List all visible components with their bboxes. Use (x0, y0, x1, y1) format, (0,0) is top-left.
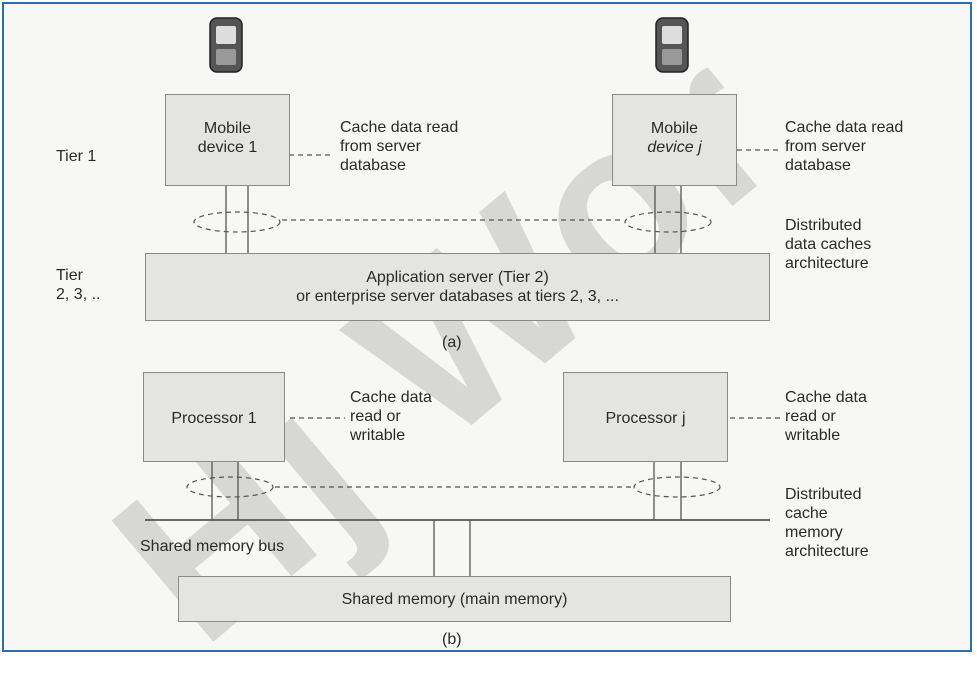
cache-note-b-left-l1: Cache data (350, 389, 432, 406)
cache-note-b-right-l2: read or (785, 408, 836, 425)
mobile-phone-icon-left (209, 17, 243, 73)
tier2-label: Tier 2, 3, .. (56, 266, 100, 304)
cache-note-b-left: Cache data read or writable (350, 388, 432, 445)
figure-frame (2, 2, 972, 652)
shared-memory-label: Shared memory (main memory) (341, 591, 568, 608)
cache-note-b-left-l3: writable (350, 427, 406, 444)
cache-note-a-left: Cache data read from server database (340, 118, 458, 175)
distributed-b-l1: Distributed (785, 486, 862, 503)
mobile-device-1-box: Mobile device 1 (165, 94, 290, 186)
processor-1-label: Processor 1 (171, 410, 257, 427)
distributed-a-l3: architecture (785, 255, 869, 272)
tier2-label-l2: 2, 3, .. (56, 286, 101, 303)
caption-b: (b) (442, 631, 462, 648)
cache-ellipse-a-left (193, 211, 281, 233)
application-server-box: Application server (Tier 2) or enterpris… (145, 253, 770, 321)
cache-note-b-right-l3: writable (785, 427, 841, 444)
cache-ellipse-b-left (186, 476, 274, 498)
caption-a: (a) (442, 334, 462, 351)
cache-note-b-right-l1: Cache data (785, 389, 867, 406)
mobile1-line1: Mobile (203, 120, 252, 137)
tier2-label-l1: Tier (56, 267, 83, 284)
shared-memory-box: Shared memory (main memory) (178, 576, 731, 622)
cache-note-a-right-l2: from server (785, 138, 866, 155)
cache-ellipse-a-right (624, 211, 712, 233)
distributed-b-l2: cache (785, 505, 828, 522)
cache-note-a-left-l3: database (340, 157, 406, 174)
cache-note-a-right-l1: Cache data read (785, 119, 904, 136)
cache-note-a-left-l2: from server (340, 138, 421, 155)
mobile-device-j-label: Mobile device j (613, 119, 736, 157)
cache-note-b-right: Cache data read or writable (785, 388, 867, 445)
mobile-device-j-box: Mobile device j (612, 94, 737, 186)
appserver-line2: or enterprise server databases at tiers … (296, 288, 619, 305)
processor-j-box: Processor j (563, 372, 728, 462)
mobile-device-1-label: Mobile device 1 (166, 119, 289, 157)
distributed-a-l2: data caches (785, 236, 872, 253)
distributed-b-l3: memory (785, 524, 843, 541)
cache-note-a-right: Cache data read from server database (785, 118, 903, 175)
processor-1-box: Processor 1 (143, 372, 285, 462)
tier1-label: Tier 1 (56, 148, 97, 165)
cache-ellipse-b-right (633, 476, 721, 498)
cache-note-a-left-l1: Cache data read (340, 119, 459, 136)
application-server-label: Application server (Tier 2) or enterpris… (146, 268, 769, 306)
mobilej-line2: device j (647, 139, 702, 156)
mobilej-line1: Mobile (650, 120, 699, 137)
mobile1-line2: device 1 (197, 139, 258, 156)
distributed-a-l1: Distributed (785, 217, 862, 234)
cache-note-a-right-l3: database (785, 157, 851, 174)
shared-memory-bus-label: Shared memory bus (140, 538, 285, 555)
connector-layer (145, 17, 780, 576)
processor-j-label: Processor j (605, 410, 686, 427)
cache-note-b-left-l2: read or (350, 408, 401, 425)
distributed-note-b: Distributed cache memory architecture (785, 485, 869, 561)
mobile-phone-icon-right (655, 17, 689, 73)
distributed-b-l4: architecture (785, 543, 869, 560)
distributed-note-a: Distributed data caches architecture (785, 216, 871, 273)
appserver-line1: Application server (Tier 2) (366, 269, 549, 286)
